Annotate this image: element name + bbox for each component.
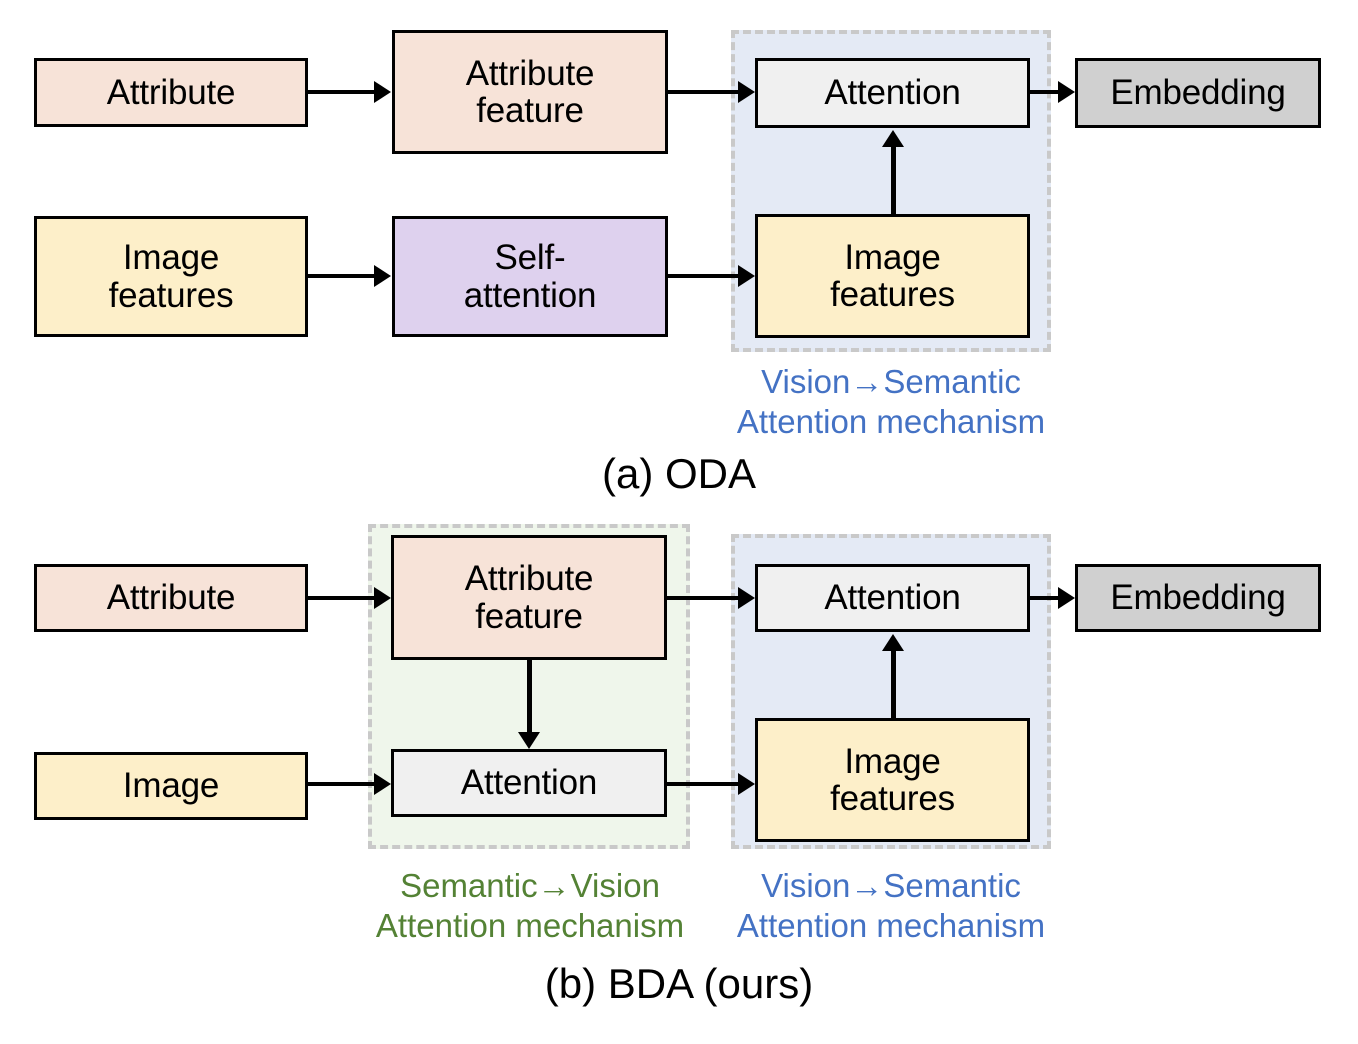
group-caption-semantic-to-vision-bda: Semantic→Vision Attention mechanism [375,867,685,945]
edge-image-features-to-attention-vs-bda [891,649,896,720]
node-image-features-input-oda[interactable]: Image features [34,216,308,337]
node-attribute-oda[interactable]: Attribute [34,58,308,127]
node-embedding-oda[interactable]: Embedding [1075,58,1321,128]
edge-attribute-feature-to-attention-vs-bda [667,596,743,600]
arrow-image-features-to-attention-oda [882,130,904,147]
arrow-image-features-to-self-attention-oda [374,265,391,287]
arrow-attribute-feature-to-attention-sv-bda [518,732,540,749]
edge-self-attention-to-image-features-oda [668,274,743,278]
edge-image-to-attention-sv-bda [308,782,380,786]
arrow-attribute-to-attribute-feature-oda [374,81,391,103]
node-attribute-bda[interactable]: Attribute [34,564,308,632]
group-caption-vision-to-semantic-oda: Vision→Semantic Attention mechanism [736,363,1046,441]
node-image-features-bda[interactable]: Image features [755,718,1030,842]
arrow-attention-to-embedding-oda [1058,81,1075,103]
arrow-attention-to-embedding-bda [1058,587,1075,609]
edge-attribute-to-attribute-feature-oda [308,90,380,94]
node-attribute-feature-oda[interactable]: Attribute feature [392,30,668,154]
node-embedding-bda[interactable]: Embedding [1075,564,1321,632]
arrow-attention-sv-to-image-features-bda [738,773,755,795]
arrow-image-to-attention-sv-bda [374,773,391,795]
edge-attribute-feature-to-attention-sv-bda [527,660,532,734]
edge-image-features-to-attention-oda [891,145,896,216]
arrow-self-attention-to-image-features-oda [738,265,755,287]
group-caption-vision-to-semantic-bda: Vision→Semantic Attention mechanism [736,867,1046,945]
arrow-attribute-feature-to-attention-oda [738,81,755,103]
node-attention-semantic-to-vision-bda[interactable]: Attention [391,749,667,817]
node-self-attention-oda[interactable]: Self- attention [392,216,668,337]
node-attention-vision-to-semantic-bda[interactable]: Attention [755,564,1030,632]
edge-attention-sv-to-image-features-bda [667,782,743,786]
node-image-features-oda[interactable]: Image features [755,214,1030,338]
arrow-attribute-to-attribute-feature-bda [374,587,391,609]
arrow-image-features-to-attention-vs-bda [882,634,904,651]
edge-attention-to-embedding-bda [1030,596,1062,600]
figure-caption-oda: (a) ODA [601,450,756,497]
edge-attribute-to-attribute-feature-bda [308,596,380,600]
node-image-bda[interactable]: Image [34,752,308,820]
edge-attention-to-embedding-oda [1030,90,1062,94]
figure-caption-bda: (b) BDA (ours) [544,960,814,1007]
arrow-attribute-feature-to-attention-vs-bda [738,587,755,609]
node-attention-oda[interactable]: Attention [755,58,1030,128]
edge-image-features-to-self-attention-oda [308,274,380,278]
edge-attribute-feature-to-attention-oda [668,90,743,94]
node-attribute-feature-bda[interactable]: Attribute feature [391,535,667,660]
